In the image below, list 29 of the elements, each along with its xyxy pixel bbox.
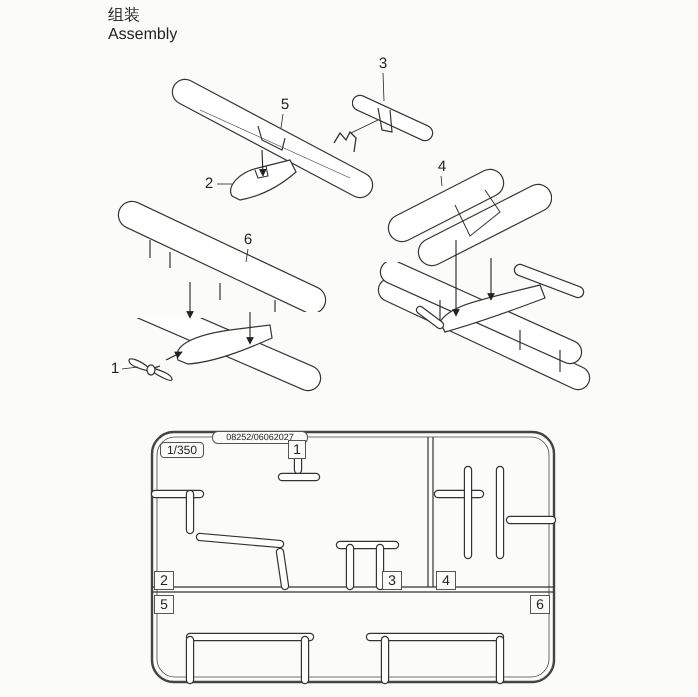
- leader-line: [350, 120, 378, 134]
- leader-line: [382, 72, 384, 102]
- arrow: [186, 282, 194, 319]
- callout-number: 4: [433, 158, 451, 176]
- part-number-tag: 1: [288, 440, 306, 459]
- leader-line: [122, 366, 138, 370]
- callout-number: 1: [108, 360, 122, 378]
- part-number-tag: 6: [530, 595, 550, 614]
- arrow: [487, 258, 495, 301]
- callout-number: 5: [276, 96, 294, 114]
- part-drawing: [376, 262, 592, 392]
- callout-number: 2: [201, 175, 217, 193]
- callout-number: 6: [240, 231, 256, 249]
- part-number-tag: 4: [436, 571, 456, 590]
- sprue-label: 08252/06062027: [212, 431, 308, 444]
- part-number-tag: 2: [154, 571, 174, 590]
- title: 组装 Assembly: [108, 6, 178, 44]
- arrow: [452, 240, 460, 317]
- part-number-tag: 5: [154, 595, 174, 614]
- arrow: [246, 312, 254, 345]
- arrow: [258, 150, 267, 177]
- part-drawing: [116, 198, 328, 312]
- arrow: [166, 352, 183, 360]
- leader-line: [246, 248, 248, 262]
- part-number-tag: 3: [382, 571, 402, 590]
- callout-number: 3: [374, 55, 392, 73]
- leader-line: [280, 114, 284, 128]
- sprue-label: 1/350: [160, 442, 204, 458]
- leader-line: [440, 176, 442, 186]
